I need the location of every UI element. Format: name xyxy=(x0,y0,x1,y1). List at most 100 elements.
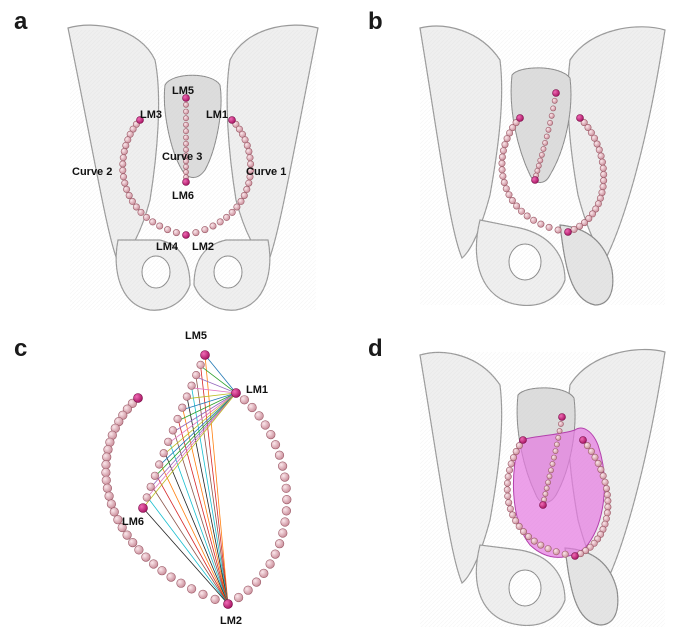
curve-2-bead xyxy=(538,542,544,548)
curve-2-bead xyxy=(505,493,511,499)
curve-1-bead xyxy=(241,192,247,198)
landmark-lm5 xyxy=(201,351,210,360)
curve-1-bead xyxy=(592,454,598,460)
curve-3-bead xyxy=(183,141,188,146)
curve-3-bead xyxy=(192,371,200,379)
curve-3-bead xyxy=(541,146,546,151)
curve-2-bead xyxy=(546,224,552,230)
curve-1-bead xyxy=(598,153,604,159)
line-to-lm1 xyxy=(152,393,236,486)
curve-2-bead xyxy=(513,203,519,209)
curve-1-bead xyxy=(252,578,261,587)
curve-1-bead xyxy=(591,135,597,141)
curve-1-bead xyxy=(571,226,577,232)
curve-1-bead xyxy=(193,229,199,235)
curve-1-bead xyxy=(600,473,606,479)
curve-2-bead xyxy=(516,523,522,529)
curve-2-bead xyxy=(507,506,513,512)
curve-1-bead xyxy=(248,403,257,412)
landmark-lm1 xyxy=(229,117,236,124)
landmark-lm6 xyxy=(139,504,148,513)
curve-2-bead xyxy=(538,221,544,227)
curve-1-bead xyxy=(600,165,606,171)
curve-2-bead xyxy=(138,209,144,215)
landmark-lm5 xyxy=(553,90,560,97)
curve-3-bead xyxy=(197,361,205,369)
landmark-lm2 xyxy=(572,553,579,560)
curve-2-bead xyxy=(107,500,116,509)
landmark-lm3 xyxy=(517,115,524,122)
label-lm1-c: LM1 xyxy=(246,384,268,396)
curve-3-bead xyxy=(546,127,551,132)
curve-3-bead xyxy=(535,168,540,173)
curve-2-bead xyxy=(499,154,505,160)
curve-2-bead xyxy=(102,468,111,477)
curve-2-bead xyxy=(520,528,526,534)
curve-2-bead xyxy=(103,484,112,493)
curve-2-bead xyxy=(501,179,507,185)
curve-2-bead xyxy=(121,148,127,154)
label-lm2-a: LM2 xyxy=(192,241,214,253)
curve-2-bead xyxy=(105,492,114,501)
curve-2-bead xyxy=(120,174,126,180)
curve-2-bead xyxy=(504,487,510,493)
curve-3-bead xyxy=(550,461,555,466)
curve-1-bead xyxy=(238,198,244,204)
curve-2-bead xyxy=(167,573,176,582)
landmark-lm2 xyxy=(565,229,572,236)
landmark-lm2 xyxy=(183,232,190,239)
curve-3-bead xyxy=(151,472,159,480)
label-curve3-a: Curve 3 xyxy=(162,151,202,163)
line-to-lm2 xyxy=(183,410,228,604)
curve-1-bead xyxy=(596,147,602,153)
line-to-lm1 xyxy=(205,355,236,393)
landmark-lm1 xyxy=(577,115,584,122)
pelvis-panel-b xyxy=(420,26,665,305)
curve-3-bead xyxy=(543,491,548,496)
curve-2-bead xyxy=(126,192,132,198)
curve-2-bead xyxy=(123,186,129,192)
label-lm6-a: LM6 xyxy=(172,190,194,202)
curve-3-bead xyxy=(544,134,549,139)
curve-2-bead xyxy=(525,533,531,539)
curve-2-bead xyxy=(142,553,151,562)
curve-3-bead xyxy=(548,468,553,473)
curve-3-bead xyxy=(552,98,557,103)
curve-1-bead xyxy=(275,539,284,548)
curve-2-bead xyxy=(555,227,561,233)
curve-3-bead xyxy=(549,113,554,118)
curve-1-bead xyxy=(594,141,600,147)
curve-3-bead xyxy=(183,170,188,175)
curve-2-bead xyxy=(102,453,111,462)
curve-2-bead xyxy=(129,198,135,204)
label-lm4-a: LM4 xyxy=(156,241,179,253)
landmark-lm3 xyxy=(520,437,527,444)
curve-2-bead xyxy=(143,214,149,220)
curve-2-bead xyxy=(173,229,179,235)
curve-1-bead xyxy=(602,479,608,485)
landmark-lm6 xyxy=(532,177,539,184)
line-to-lm1 xyxy=(165,393,236,453)
curve-3-bead xyxy=(147,483,155,491)
curve-3-bead xyxy=(183,116,188,121)
curve-2-bead xyxy=(177,579,186,588)
curve-3-bead xyxy=(169,427,177,435)
curve-3-bead xyxy=(183,129,188,134)
curve-3-bead xyxy=(183,135,188,140)
curve-1-bead xyxy=(223,214,229,220)
curve-2-bead xyxy=(505,474,511,480)
curve-3-bead xyxy=(538,158,543,163)
curve-2-bead xyxy=(122,180,128,186)
curve-1-bead xyxy=(275,451,284,460)
label-lm1-a: LM1 xyxy=(206,109,228,121)
landmark-lm2 xyxy=(224,600,233,609)
curve-2-bead xyxy=(102,460,111,469)
curve-2-bead xyxy=(120,167,126,173)
curve-1-bead xyxy=(604,510,610,516)
curve-2-bead xyxy=(150,219,156,225)
curve-1-bead xyxy=(603,485,609,491)
curve-2-bead xyxy=(510,454,516,460)
curve-3-bead xyxy=(183,164,188,169)
curve-2-bead xyxy=(562,551,568,557)
